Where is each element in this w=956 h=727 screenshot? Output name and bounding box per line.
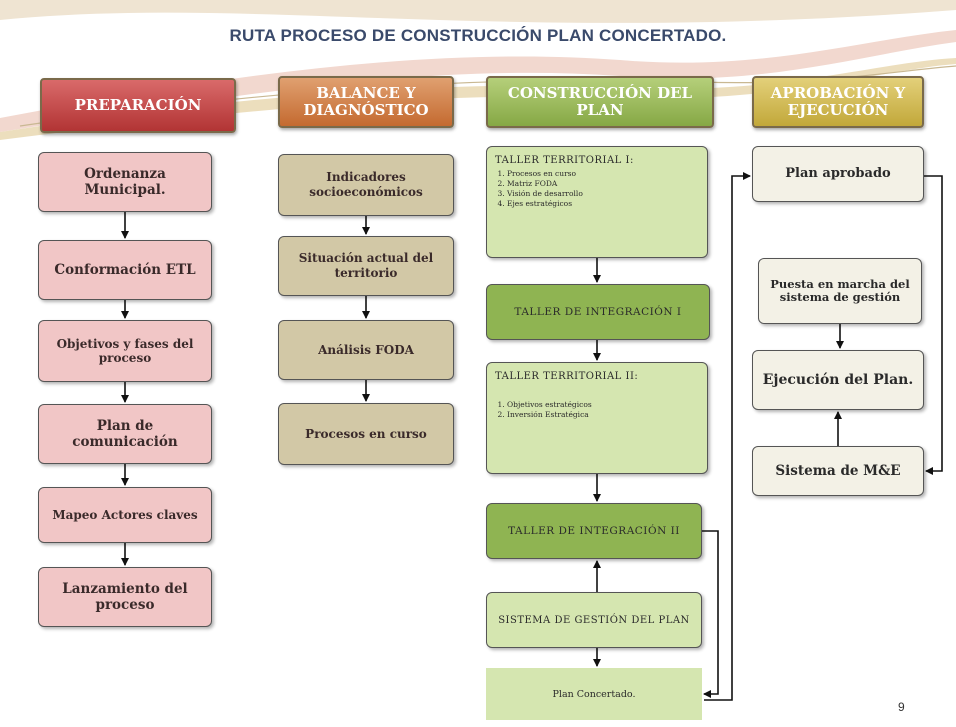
taller-integracion-1-box: TALLER DE INTEGRACIÓN I	[486, 284, 710, 340]
taller-territorial-2-title: TALLER TERRITORIAL II:	[495, 371, 639, 382]
header-balance: BALANCE Y DIAGNÓSTICO	[278, 76, 454, 128]
bal-indicadores-box: Indicadores socioeconómicos	[278, 154, 454, 216]
taller-territorial-1-box: TALLER TERRITORIAL I: Procesos en curso …	[486, 146, 708, 258]
arrow-aprobado-to-me	[924, 175, 943, 475]
header-aprobacion: APROBACIÓN Y EJECUCIÓN	[752, 76, 924, 128]
arrow-integracion2-to-plan	[702, 530, 719, 698]
slide-title: RUTA PROCESO DE CONSTRUCCIÓN PLAN CONCER…	[229, 26, 727, 45]
list-item: Ejes estratégicos	[507, 199, 583, 209]
list-item: Objetivos estratégicos	[507, 400, 592, 410]
prep-plan-comunicacion-box: Plan de comunicación	[38, 404, 212, 464]
bal-situacion-box: Situación actual del territorio	[278, 236, 454, 296]
arrow-plan-to-aprobado	[704, 172, 751, 701]
ejecucion-plan-box: Ejecución del Plan.	[752, 350, 924, 410]
prep-mapeo-box: Mapeo Actores claves	[38, 487, 212, 543]
page-number: 9	[898, 700, 905, 714]
taller-territorial-2-list: Objetivos estratégicos Inversión Estraté…	[495, 400, 592, 420]
prep-lanzamiento-box: Lanzamiento del proceso	[38, 567, 212, 627]
bal-procesos-box: Procesos en curso	[278, 403, 454, 465]
prep-ordenanza-box: Ordenanza Municipal.	[38, 152, 212, 212]
taller-territorial-2-box: TALLER TERRITORIAL II: Objetivos estraté…	[486, 362, 708, 474]
plan-aprobado-box: Plan aprobado	[752, 146, 924, 202]
taller-territorial-1-title: TALLER TERRITORIAL I:	[495, 155, 634, 166]
list-item: Procesos en curso	[507, 169, 583, 179]
list-item: Visión de desarrollo	[507, 189, 583, 199]
list-item: Matriz FODA	[507, 179, 583, 189]
taller-territorial-1-list: Procesos en curso Matriz FODA Visión de …	[495, 169, 583, 209]
puesta-en-marcha-box: Puesta en marcha del sistema de gestión	[758, 258, 922, 324]
plan-concertado-box: Plan Concertado.	[486, 668, 702, 720]
sistema-me-box: Sistema de M&E	[752, 446, 924, 496]
taller-integracion-2-box: TALLER DE INTEGRACIÓN II	[486, 503, 702, 559]
sistema-gestion-box: SISTEMA DE GESTIÓN DEL PLAN	[486, 592, 702, 648]
list-item: Inversión Estratégica	[507, 410, 592, 420]
prep-objetivos-box: Objetivos y fases del proceso	[38, 320, 212, 382]
bal-foda-box: Análisis FODA	[278, 320, 454, 380]
header-construccion: CONSTRUCCIÓN DEL PLAN	[486, 76, 714, 128]
prep-conformacion-box: Conformación ETL	[38, 240, 212, 300]
header-preparacion: PREPARACIÓN	[40, 78, 236, 133]
